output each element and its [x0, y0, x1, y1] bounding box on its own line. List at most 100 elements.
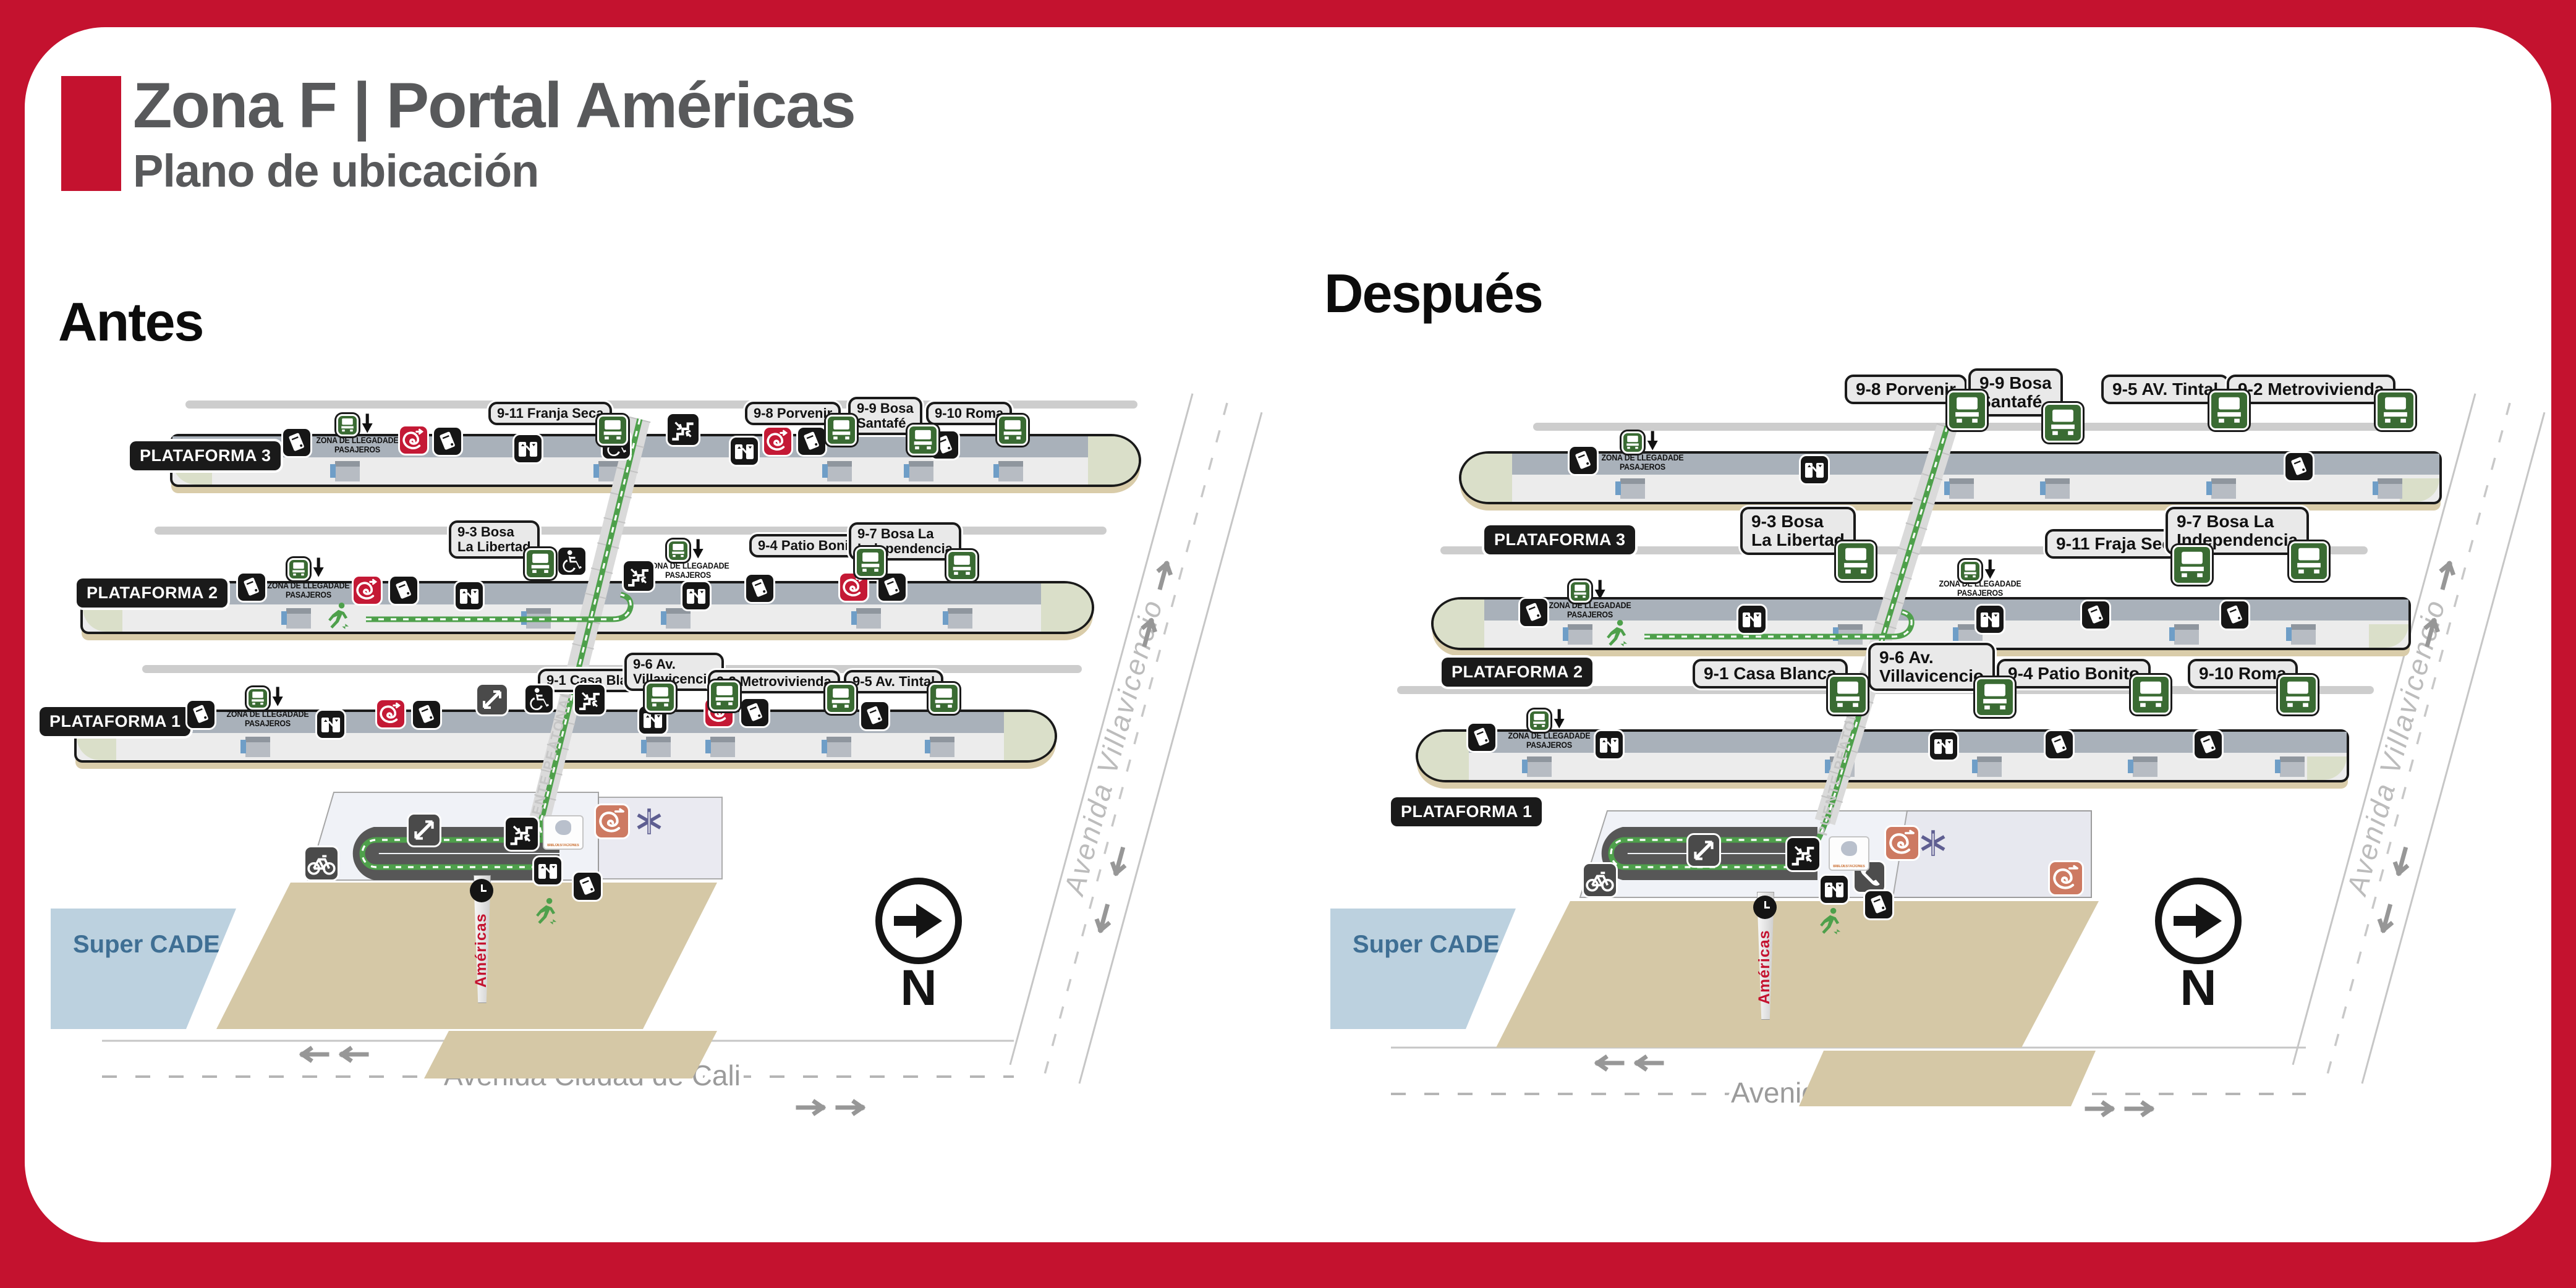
route-sign-text: Villavicencio — [1879, 666, 1984, 686]
zona-bus-icon — [667, 540, 689, 562]
platform-green-cap — [1461, 454, 1512, 502]
arrow-down-icon — [312, 557, 325, 578]
platform-green-cap — [1088, 436, 1139, 485]
platform-label: PLATAFORMA 2 — [77, 578, 228, 608]
platform-band — [1506, 454, 2439, 475]
zona-llegada-label: ZONA DE LLEGADADE PASAJEROS — [1508, 731, 1591, 750]
bus-stop-pad — [2275, 756, 2305, 777]
bus-stop-pad — [2206, 478, 2236, 499]
super-cade-label: Super CADE — [1353, 931, 1500, 958]
bus-route-icon — [946, 550, 977, 582]
bus-stop-pad — [1563, 624, 1592, 645]
card-icon — [2285, 453, 2313, 480]
route-sign-text: 9-8 Porvenir — [1856, 379, 1956, 399]
card-icon — [861, 702, 888, 729]
platform-green-cap — [1434, 600, 1484, 648]
bus-route-icon — [907, 425, 938, 456]
route-sign-text: 9-5 Av. Tintal — [852, 674, 935, 689]
platform-green-cap — [1418, 732, 1469, 780]
route-sign: 9-4 Patio Bonito — [1997, 659, 2151, 689]
bus-stop-pad — [641, 737, 671, 757]
route-sign-text: 9-9 Bosa — [1979, 373, 2052, 392]
clock-icon — [1753, 896, 1777, 919]
phone-icon — [1855, 862, 1884, 892]
route-sign-text: 9-5 AV. Tintal — [2112, 379, 2219, 399]
biblio-figure — [1841, 841, 1857, 856]
stairs-icon — [1787, 838, 1819, 870]
bus-route-icon — [2209, 390, 2250, 430]
arrow-down-icon — [271, 686, 284, 707]
route-sign-text: 9-1 Casa Blanca — [1704, 664, 1837, 683]
spiral-icon — [840, 574, 867, 601]
bus-stop-pad — [2286, 624, 2316, 645]
bus-stop-pad — [904, 461, 933, 481]
bus-route-icon — [825, 683, 856, 714]
bus-route-icon — [2289, 541, 2329, 581]
bus-stop-pad — [822, 461, 852, 481]
bus-route-icon — [928, 683, 959, 714]
turnstile-icon — [1801, 456, 1828, 483]
turnstile-icon — [682, 582, 710, 609]
card-icon — [741, 699, 768, 726]
compass-arrow-icon — [894, 904, 942, 938]
platform-green-cap — [1004, 712, 1055, 760]
bus-route-icon — [825, 415, 857, 446]
totem-station-name: Américas — [472, 913, 490, 988]
platform-label: PLATAFORMA 1 — [1391, 797, 1542, 826]
bus-route-icon — [1828, 674, 1868, 714]
bus-route-icon — [2278, 674, 2318, 714]
route-sign-text: 9-7 Bosa La — [2177, 512, 2274, 531]
card-icon — [746, 575, 773, 602]
runner-icon — [532, 896, 564, 928]
escalator-icon — [409, 815, 440, 845]
zona-bus-icon — [287, 558, 310, 580]
title-accent-block — [61, 76, 121, 191]
compass-arrow-icon — [2174, 904, 2222, 938]
card-icon — [2082, 601, 2109, 629]
page-subtitle: Plano de ubicación — [133, 145, 539, 197]
runner-icon — [324, 601, 356, 633]
biblio-figure — [555, 820, 571, 835]
card-icon — [434, 428, 461, 455]
compass-north: N — [2155, 878, 2242, 1013]
zona-llegada-label: ZONA DE LLEGADADE PASAJEROS — [647, 561, 729, 580]
card-icon — [390, 577, 417, 604]
bus-route-icon — [2131, 674, 2171, 714]
zona-bus-icon — [336, 414, 359, 436]
bus-route-icon — [708, 680, 740, 712]
route-sign-text: Santafé — [857, 415, 906, 431]
stairs-icon — [668, 414, 699, 445]
card-icon — [798, 428, 825, 455]
bus-stop-pad — [1972, 756, 2002, 777]
platform-label: PLATAFORMA 2 — [1442, 658, 1593, 687]
card-icon — [2195, 731, 2222, 758]
route-sign-text: 9-9 Bosa — [857, 400, 914, 416]
stairs-icon — [506, 818, 538, 850]
bicycle-icon — [1584, 864, 1616, 896]
spiral-icon — [400, 426, 427, 454]
route-sign-text: 9-4 Patio Bonito — [2008, 664, 2140, 683]
bus-stop-pad — [2373, 478, 2402, 499]
route-sign: 9-10 Roma — [2188, 659, 2298, 689]
turnstile-icon — [1976, 606, 2004, 633]
card-icon — [413, 701, 440, 728]
medical-icon — [1917, 828, 1949, 860]
bus-stop-pad — [1953, 624, 1983, 645]
arrow-down-icon — [1984, 559, 1996, 580]
route-sign-text: 9-4 Patio Bonito — [758, 538, 862, 553]
route-sign-text: 9-3 Bosa — [457, 524, 514, 540]
bus-stop-pad — [1944, 478, 1974, 499]
route-sign-text: 9-2 Metrovivienda — [716, 674, 831, 689]
page-title: Zona F | Portal Américas — [133, 70, 856, 142]
map-section-title-antes: Antes — [58, 291, 204, 352]
bus-route-icon — [2376, 390, 2416, 430]
firehose-icon — [1886, 827, 1918, 859]
route-sign: 9-1 Casa Blanca — [1693, 659, 1848, 689]
biblioestacion-sign: BIBLOESTACIONES — [1829, 836, 1869, 871]
biblio-label: BIBLOESTACIONES — [547, 844, 579, 847]
route-sign-text: 9-3 Bosa — [1751, 512, 1824, 531]
bus-stop-pad — [2040, 478, 2070, 499]
zona-llegada-label: ZONA DE LLEGADADE PASAJEROS — [267, 581, 350, 600]
